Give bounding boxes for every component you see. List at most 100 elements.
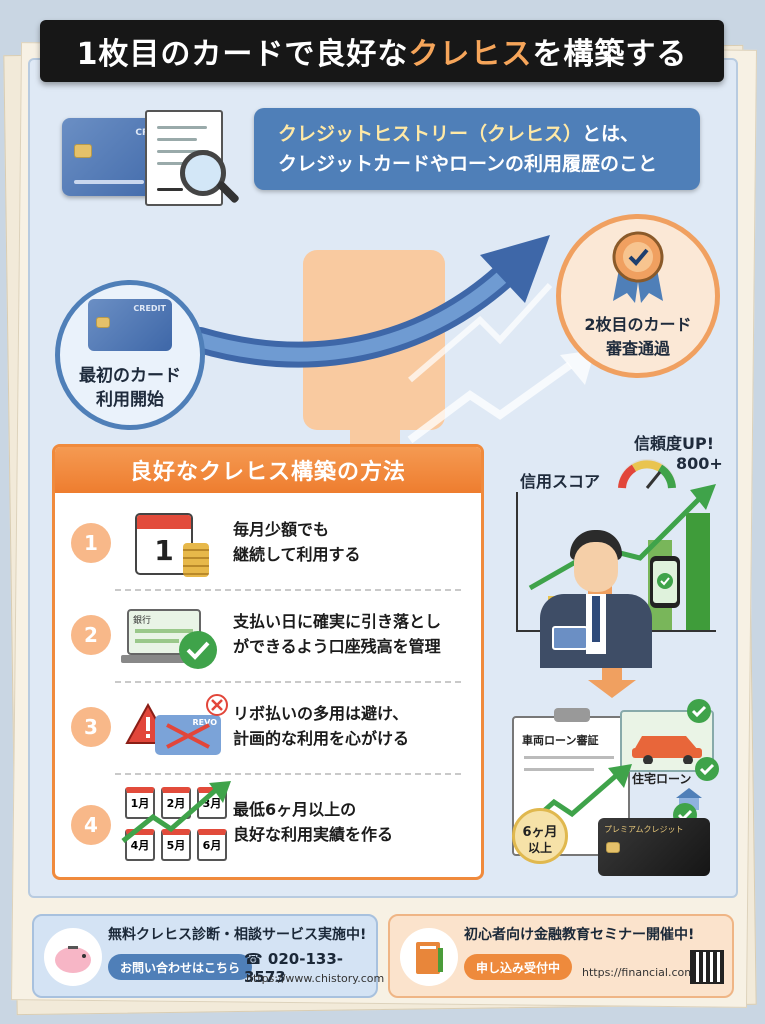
tie <box>592 596 600 642</box>
divider <box>115 773 461 775</box>
score-label: 信用スコア <box>520 472 601 491</box>
step-line: 良好な利用実績を作る <box>233 825 394 844</box>
car-loan-label: 車両ローン審証 <box>522 734 599 747</box>
step-number: 3 <box>71 707 111 747</box>
step-line: 毎月少額でも <box>233 520 330 539</box>
premium-card-icon: プレミアムクレジット <box>598 818 710 876</box>
card-chip-icon <box>74 144 92 158</box>
step-number: 2 <box>71 615 111 655</box>
notebook-icon <box>400 928 458 986</box>
goal-circle: 2枚目のカード 審査通過 <box>556 214 720 378</box>
card-chip-icon <box>96 317 110 328</box>
revo-card-icon: REVO <box>155 715 221 755</box>
premium-card-label: プレミアムクレジット <box>604 825 684 834</box>
revo-label: REVO <box>192 718 217 727</box>
clip-icon <box>554 708 590 722</box>
title-accent: クレヒス <box>408 37 533 72</box>
growth-arrow-icon <box>187 235 553 383</box>
piggy-bank-icon <box>44 928 102 986</box>
bank-line <box>135 639 179 643</box>
page-title: 1枚目のカードで良好なクレヒスを構築する <box>40 20 724 82</box>
warning-revo-icon: REVO <box>125 693 228 765</box>
trust-up-label: 信頼度UP! <box>634 434 715 453</box>
check-circle-icon <box>179 631 217 669</box>
coins-icon <box>183 543 209 577</box>
step-text: リボ払いの多用は避け、計画的な利用を心がける <box>233 701 473 751</box>
businessman-figure <box>540 530 660 668</box>
phone-number[interactable]: ☎ 020-133-3573 <box>244 950 376 986</box>
month-5: 5月 <box>161 829 191 861</box>
card-chip-icon <box>606 842 620 853</box>
doc-line <box>157 150 209 153</box>
methods-panel: 良好なクレヒス構築の方法 1 1 毎月少額でも継続して利用する 2 銀行 <box>52 444 484 880</box>
method-step-2: 2 銀行 支払い日に確実に引き落としができるよう口座残高を管理 <box>55 591 481 683</box>
start-label-2: 利用開始 <box>96 390 164 410</box>
seminar-banner[interactable]: 初心者向け金融教育セミナー開催中! 申し込み受付中 https://financ… <box>388 914 734 998</box>
doc-line <box>157 138 197 141</box>
methods-heading-bar: 良好なクレヒス構築の方法 <box>55 447 481 493</box>
title-suffix: を構築する <box>532 37 688 72</box>
consultation-heading: 無料クレヒス診断・相談サービス実施中! <box>108 927 367 943</box>
definition-line-2: クレジットカードやローンの利用履歴のこと <box>278 153 658 175</box>
credit-score-illustration: 信用スコア 信頼度UP! 800+ <box>500 420 728 668</box>
method-step-3: 3 REVO リボ払いの多用は避け、計画的な利用を心がける <box>55 683 481 775</box>
laptop-base <box>121 655 207 663</box>
months-badge-line2: 以上 <box>527 841 552 855</box>
smartphone-icon <box>650 556 680 608</box>
divider <box>115 589 461 591</box>
calendar-coins-icon: 1 <box>125 509 225 581</box>
phone-screen <box>653 561 677 603</box>
consultation-banner[interactable]: 無料クレヒス診断・相談サービス実施中! お問い合わせはこちら ☎ 020-133… <box>32 914 384 998</box>
step-text: 支払い日に確実に引き落としができるよう口座残高を管理 <box>233 609 473 659</box>
doc-line <box>157 162 187 165</box>
step-line: リボ払いの多用は避け、 <box>233 704 409 723</box>
definition-term: クレジットヒストリー（クレヒス） <box>278 123 583 145</box>
divider <box>115 681 461 683</box>
bank-check-icon: 銀行 <box>121 601 225 673</box>
face <box>574 542 618 592</box>
definition-line-1: クレジットヒストリー（クレヒス）とは、 <box>278 119 700 149</box>
start-label-1: 最初のカード <box>79 366 181 386</box>
phone-check-icon <box>657 573 673 589</box>
months-calendar-icon: 1月 2月 3月 4月 5月 6月 <box>121 779 235 871</box>
piggy-bank-svg <box>55 946 91 973</box>
home-loan-label: 住宅ローン <box>632 772 692 786</box>
qr-code-icon[interactable] <box>690 950 724 984</box>
car-icon <box>632 736 702 764</box>
loan-approval-illustration: 車両ローン審証 住宅ローン 6ヶ月 以上 プレミアムクレジット <box>500 690 728 886</box>
apply-button[interactable]: 申し込み受付中 <box>464 954 573 980</box>
seminar-heading: 初心者向け金融教育セミナー開催中! <box>464 927 695 943</box>
methods-heading: 良好なクレヒス構築の方法 <box>129 460 406 485</box>
step-line: 最低6ヶ月以上の <box>233 800 357 819</box>
check-circle-icon <box>687 699 711 723</box>
card-brand-text: CREDIT <box>133 304 166 313</box>
month-1: 1月 <box>125 787 155 819</box>
score-bar <box>686 512 710 630</box>
contact-button[interactable]: お問い合わせはこちら <box>108 954 253 980</box>
trend-up-arrow-icon <box>121 781 231 843</box>
doc-line <box>524 756 614 759</box>
website-url[interactable]: https://www.chistory.com <box>246 972 385 985</box>
phone-icon: ☎ <box>244 950 268 968</box>
title-prefix: 1枚目のカードで良好な <box>76 37 409 72</box>
gauge-icon <box>618 459 676 489</box>
notebook-svg <box>416 942 443 974</box>
seminar-url[interactable]: https://financial.com/ <box>582 966 699 979</box>
month-6: 6月 <box>197 829 227 861</box>
score-value: 800+ <box>676 454 723 473</box>
definition-box: クレジットヒストリー（クレヒス）とは、 クレジットカードやローンの利用履歴のこと <box>254 108 700 190</box>
bank-line <box>135 629 193 633</box>
doc-line <box>157 126 207 129</box>
magnifier-icon <box>180 150 226 196</box>
step-text: 最低6ヶ月以上の良好な利用実績を作る <box>233 797 473 847</box>
month-4: 4月 <box>125 829 155 861</box>
definition-line1-rest: とは、 <box>582 123 640 145</box>
step-line: ができるよう口座残高を管理 <box>233 637 441 656</box>
method-step-4: 4 1月 2月 3月 4月 5月 6月 最低6ヶ月以上の良好な利用実績を作る <box>55 775 481 875</box>
months-badge: 6ヶ月 以上 <box>512 808 568 864</box>
calendar-header <box>137 515 191 529</box>
down-arrow-icon <box>588 668 636 698</box>
step-line: 計画的な利用を心がける <box>233 729 410 748</box>
goal-label-2: 審査通過 <box>605 339 670 358</box>
calendar-day: 1 <box>154 534 174 567</box>
